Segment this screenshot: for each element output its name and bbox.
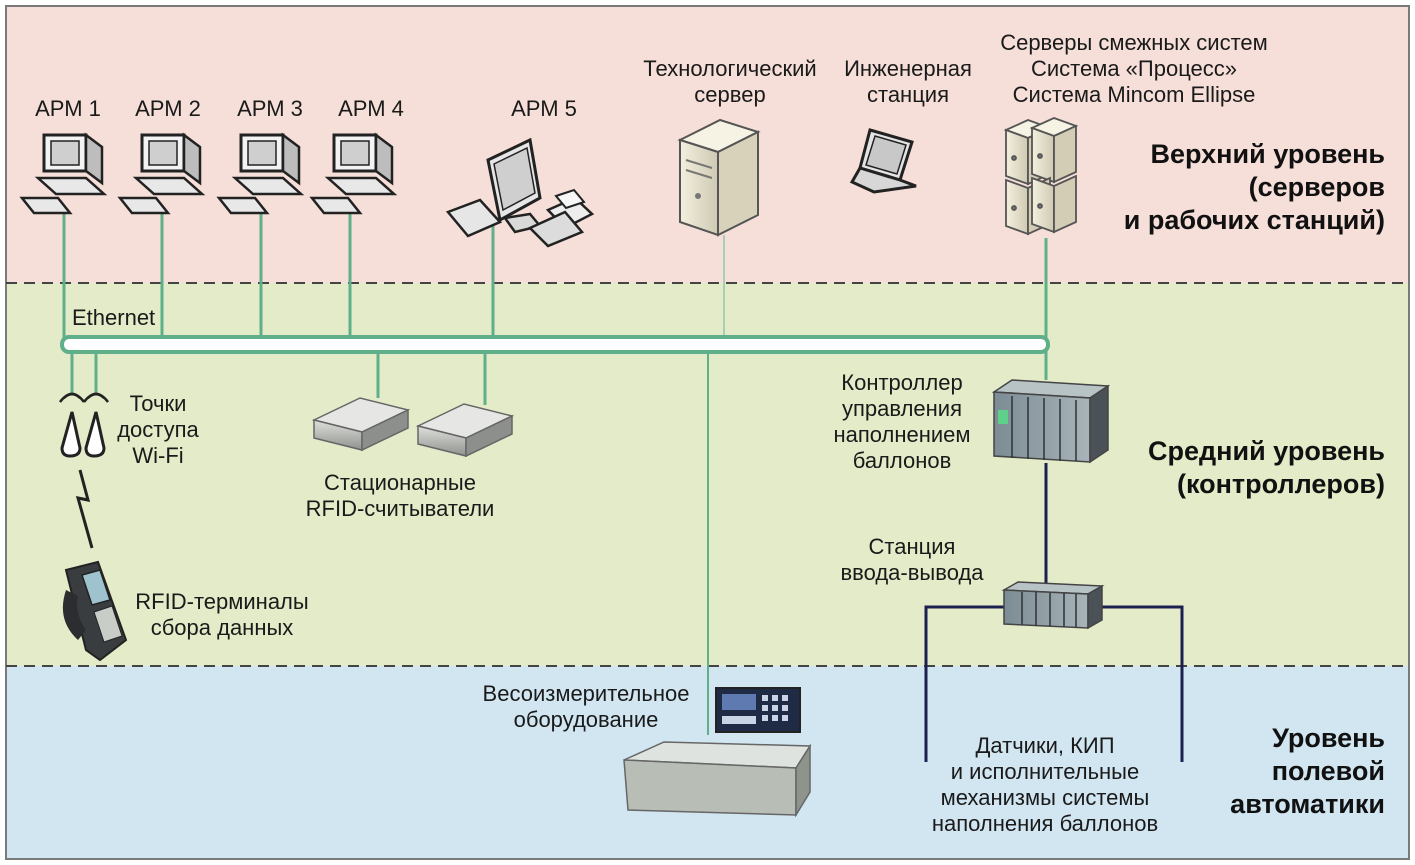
label-eng-station-line: Инженерная (844, 56, 972, 81)
label-wifi-points-line: Точки (129, 391, 187, 416)
label-rfid-readers-line: RFID-считыватели (305, 496, 495, 521)
label-rfid-readers-line: Стационарные (324, 470, 476, 495)
label-arm-2: АРМ 2 (135, 96, 201, 121)
workstation-icon (216, 132, 305, 215)
label-adjacent-servers-line: Система «Процесс» (1030, 56, 1238, 81)
rfid-terminal-icon (62, 560, 128, 662)
label-rfid-terminals-line: сбора данных (150, 615, 294, 640)
label-adjacent-servers-line: Серверы смежных систем (1000, 30, 1268, 55)
level-title-upper: Верхний уровень (серверов и рабочих стан… (1124, 138, 1385, 237)
label-tech-server: Технологический сервер (632, 56, 828, 108)
wifi-access-point-icon (59, 392, 109, 458)
label-io-station-line: ввода-вывода (840, 560, 984, 585)
plc-controller-icon (991, 379, 1111, 464)
label-controller-line: управления (842, 396, 962, 421)
laptop-icon (849, 128, 917, 194)
label-controller-line: наполнением (833, 422, 971, 447)
level-title-upper-line: Верхний уровень (1150, 139, 1385, 169)
label-sensors-line: и исполнительные (950, 759, 1140, 784)
label-wifi-points-line: доступа (117, 417, 199, 442)
label-rfid-terminals: RFID-терминалы сбора данных (124, 589, 320, 641)
label-io-station: Станция ввода-вывода (826, 534, 998, 586)
label-weighing: Весоизмерительное оборудование (470, 681, 702, 733)
label-wifi-points-line: Wi-Fi (132, 443, 184, 468)
ethernet-bus (60, 335, 1050, 354)
workstation-icon (117, 132, 206, 215)
level-title-field-line: полевой (1271, 756, 1385, 786)
level-title-field-line: автоматики (1230, 789, 1385, 819)
label-ethernet: Ethernet (72, 305, 156, 330)
label-wifi-points: Точки доступа Wi-Fi (112, 391, 204, 469)
label-controller-line: Контроллер (841, 370, 963, 395)
level-title-field-line: Уровень (1272, 723, 1385, 753)
label-sensors: Датчики, КИП и исполнительные механизмы … (930, 733, 1160, 837)
workstation-icon (309, 132, 398, 215)
label-rfid-readers: Стационарные RFID-считыватели (292, 470, 508, 522)
label-sensors-line: механизмы системы (940, 785, 1150, 810)
rfid-reader-icon (415, 403, 515, 458)
weighing-platform-icon (623, 741, 812, 818)
label-controller: Контроллер управления наполнением баллон… (828, 370, 976, 474)
label-arm-1: АРМ 1 (35, 96, 101, 121)
level-title-middle-line: Средний уровень (1148, 436, 1385, 466)
label-adjacent-servers-line: Система Mincom Ellipse (1012, 82, 1256, 107)
label-weighing-line: оборудование (513, 707, 659, 732)
io-station-icon (1001, 581, 1105, 630)
label-sensors-line: Датчики, КИП (975, 733, 1115, 758)
workstation-icon (19, 132, 108, 215)
level-title-upper-line: и рабочих станций) (1123, 205, 1385, 235)
label-io-station-line: Станция (868, 534, 956, 559)
diagram-border (5, 5, 1410, 860)
level-title-upper-line: (серверов (1248, 172, 1385, 202)
flat-monitor-icon (445, 137, 543, 238)
label-arm-5: АРМ 5 (511, 96, 577, 121)
weighing-terminal-icon (715, 687, 801, 733)
label-sensors-line: наполнения баллонов (931, 811, 1159, 836)
label-weighing-line: Весоизмерительное (482, 681, 690, 706)
label-tech-server-line: Технологический (643, 56, 817, 81)
label-controller-line: баллонов (852, 448, 952, 473)
label-arm-4: АРМ 4 (338, 96, 404, 121)
level-title-middle: Средний уровень (контроллеров) (1148, 435, 1385, 501)
label-tech-server-line: сервер (694, 82, 766, 107)
label-eng-station-line: станция (866, 82, 950, 107)
label-adjacent-servers: Серверы смежных систем Система «Процесс»… (982, 30, 1286, 108)
level-title-middle-line: (контроллеров) (1176, 469, 1385, 499)
label-eng-station: Инженерная станция (836, 56, 980, 108)
printer-icon (527, 188, 595, 248)
label-rfid-terminals-line: RFID-терминалы (135, 589, 309, 614)
label-arm-3: АРМ 3 (237, 96, 303, 121)
level-title-field: Уровень полевой автоматики (1230, 722, 1385, 821)
server-tower-icon (677, 118, 761, 237)
wireless-link-icon (75, 469, 94, 549)
server-cluster-icon (1003, 117, 1079, 236)
rfid-reader-icon (311, 397, 411, 452)
field-lines (924, 463, 1184, 762)
